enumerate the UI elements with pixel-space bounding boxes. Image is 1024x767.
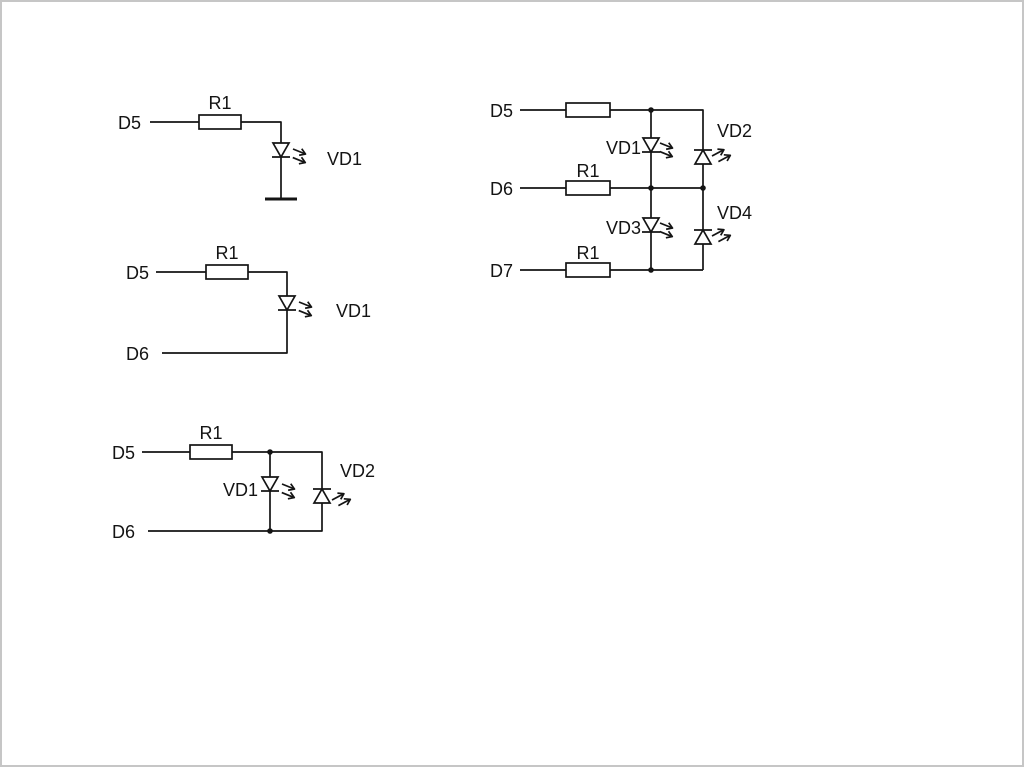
pin-label: D5 — [126, 263, 149, 283]
led-label: VD4 — [717, 203, 752, 223]
junction-dot — [267, 449, 273, 455]
circuit-led-to-ground: D5 R1 VD1 — [118, 93, 362, 201]
circuit-led-two-pins: D5 R1 VD1 D6 — [126, 243, 371, 364]
junction-dot — [648, 107, 654, 113]
resistor-symbol — [565, 102, 611, 118]
pin-label: D6 — [490, 179, 513, 199]
circuit-led-matrix: D5 D6 D7 R1 R1 VD1 VD2 VD3 VD4 — [490, 101, 752, 281]
resistor-symbol — [565, 180, 611, 196]
pin-label: D7 — [490, 261, 513, 281]
pin-label: D5 — [490, 101, 513, 121]
led-label: VD2 — [717, 121, 752, 141]
junction-dot — [648, 267, 654, 273]
pin-label: D6 — [112, 522, 135, 542]
resistor-symbol — [198, 114, 242, 130]
resistor-label: R1 — [215, 243, 238, 263]
wire — [142, 451, 323, 532]
circuit-antiparallel-pair: D5 R1 VD1 VD2 D6 — [112, 423, 375, 542]
junction-dot — [648, 185, 654, 191]
resistor-symbol — [205, 264, 249, 280]
led-label: VD1 — [336, 301, 371, 321]
led-label: VD1 — [327, 149, 362, 169]
pin-label: D6 — [126, 344, 149, 364]
resistor-label: R1 — [208, 93, 231, 113]
resistor-label: R1 — [576, 243, 599, 263]
led-label: VD1 — [606, 138, 641, 158]
junction-dot — [700, 185, 706, 191]
resistor-symbol — [189, 444, 233, 460]
led-label: VD1 — [223, 480, 258, 500]
wire — [150, 121, 282, 199]
wire — [520, 109, 704, 271]
junction-dot — [267, 528, 273, 534]
resistor-symbol — [565, 262, 611, 278]
pin-label: D5 — [112, 443, 135, 463]
led-label: VD3 — [606, 218, 641, 238]
wire — [156, 271, 288, 354]
resistor-label: R1 — [576, 161, 599, 181]
resistor-label: R1 — [199, 423, 222, 443]
led-label: VD2 — [340, 461, 375, 481]
pin-label: D5 — [118, 113, 141, 133]
